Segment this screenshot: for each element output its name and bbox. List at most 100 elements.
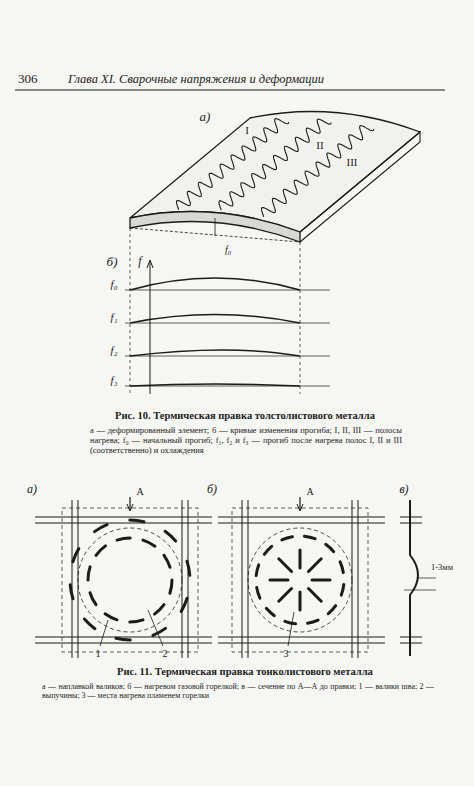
- leader-line: [288, 612, 294, 646]
- heat-mark: [309, 589, 322, 602]
- caption-legend: а — деформированный элемент; б — кривые …: [90, 426, 402, 455]
- stiffener: [218, 517, 385, 518]
- callout-number: 1: [96, 648, 101, 660]
- axis-label: f: [138, 255, 141, 269]
- weld-bead: [153, 628, 166, 635]
- heat-mark: [299, 592, 302, 610]
- figure-caption: Рис. 11. Термическая правка тонколистово…: [117, 666, 373, 678]
- curve-label: f₀: [111, 278, 118, 291]
- section-arrow: [127, 504, 133, 511]
- strip-number: II: [315, 139, 324, 152]
- heat-mark: [328, 606, 335, 614]
- sheet-section: [410, 500, 418, 656]
- heat-mark: [341, 584, 344, 595]
- caption-legend: а — наплавкой валиков; б — нагревом газо…: [42, 682, 434, 700]
- running-header: Глава XI. Сварочные напряжения и деформа…: [68, 72, 324, 86]
- weld-bead: [73, 549, 79, 562]
- heat-mark: [340, 562, 343, 573]
- heat-mark: [312, 579, 330, 582]
- leader-line: [148, 610, 163, 646]
- weld-bead: [116, 638, 130, 640]
- heat-mark: [285, 621, 296, 624]
- weld-bead: [130, 620, 143, 622]
- weld-bead: [105, 614, 117, 620]
- section-letter: A: [306, 486, 313, 498]
- stiffener: [35, 643, 212, 644]
- projection-line: [130, 228, 131, 394]
- deflection-axis: [150, 262, 151, 394]
- weld-bead: [117, 538, 130, 540]
- stiffener: [218, 523, 385, 524]
- panel-letter: в): [399, 483, 408, 497]
- curve-label: f₂: [111, 344, 118, 357]
- stiffener: [358, 500, 359, 658]
- heating-strip: [177, 119, 289, 210]
- heat-mark: [299, 550, 302, 568]
- strip-number: I: [244, 124, 250, 137]
- weld-bead: [88, 567, 90, 580]
- stiffener: [218, 637, 385, 638]
- weld-bead: [96, 546, 106, 555]
- plate-section: [130, 212, 300, 242]
- heat-mark: [308, 620, 319, 623]
- stiffener: [242, 500, 243, 658]
- header-rule: [15, 89, 445, 90]
- heat-marks: [70, 520, 344, 640]
- heat-mark: [266, 608, 274, 615]
- deflection-curve: [130, 384, 300, 386]
- figure-caption: Рис. 10. Термическая правка толстолистов…: [115, 410, 375, 422]
- deflection-label: f₀: [225, 244, 231, 256]
- callout-number: 2: [163, 648, 168, 660]
- weld-bead: [70, 585, 73, 599]
- heat-mark: [309, 559, 322, 572]
- heat-mark: [279, 559, 292, 572]
- deflection-mark: [215, 218, 216, 236]
- weld-bead: [170, 580, 172, 593]
- heat-mark: [279, 589, 292, 602]
- heating-strip: [262, 126, 374, 217]
- dimension-line: [418, 578, 436, 579]
- heat-mark: [270, 579, 288, 582]
- page-number: 306: [18, 72, 38, 87]
- curve-label: f₃: [111, 374, 118, 387]
- stiffener: [35, 517, 212, 518]
- heat-mark: [256, 565, 259, 576]
- stiffener: [72, 500, 73, 658]
- heat-mark: [326, 544, 334, 551]
- projection-line: [300, 242, 301, 394]
- heat-mark: [264, 546, 271, 554]
- plate-edge: [62, 508, 198, 652]
- deflection-curve: [130, 350, 300, 356]
- strip-number: III: [346, 156, 359, 169]
- weld-bead: [181, 598, 187, 611]
- heating-strips: [177, 119, 374, 217]
- weld-bead: [164, 555, 170, 567]
- section-mark: [129, 497, 130, 510]
- line-art: [15, 90, 445, 658]
- axis-arrow: [147, 260, 153, 268]
- weld-bead: [95, 525, 108, 532]
- panel-letter: а): [27, 483, 37, 497]
- panel-letter: б): [207, 483, 217, 497]
- heating-strip: [219, 119, 331, 210]
- dimension-label: 1-3мм: [431, 563, 453, 573]
- bulge-outline: [78, 528, 182, 632]
- heat-mark: [282, 537, 293, 540]
- weld-bead: [143, 540, 155, 546]
- deflection-curve: [130, 278, 300, 290]
- heat-mark: [304, 536, 315, 539]
- deflection-curve: [130, 315, 300, 324]
- section-mark: [299, 497, 300, 510]
- weld-bead: [187, 561, 190, 575]
- weld-bead: [165, 531, 176, 541]
- stiffener: [35, 637, 212, 638]
- stiffener: [218, 643, 385, 644]
- section-arrow: [297, 504, 303, 511]
- bulge-outline: [248, 528, 352, 632]
- weld-bead: [155, 605, 165, 614]
- curve-label: f₁: [111, 311, 118, 324]
- section-letter: A: [136, 486, 143, 498]
- stiffener: [35, 523, 212, 524]
- heat-mark: [257, 588, 260, 599]
